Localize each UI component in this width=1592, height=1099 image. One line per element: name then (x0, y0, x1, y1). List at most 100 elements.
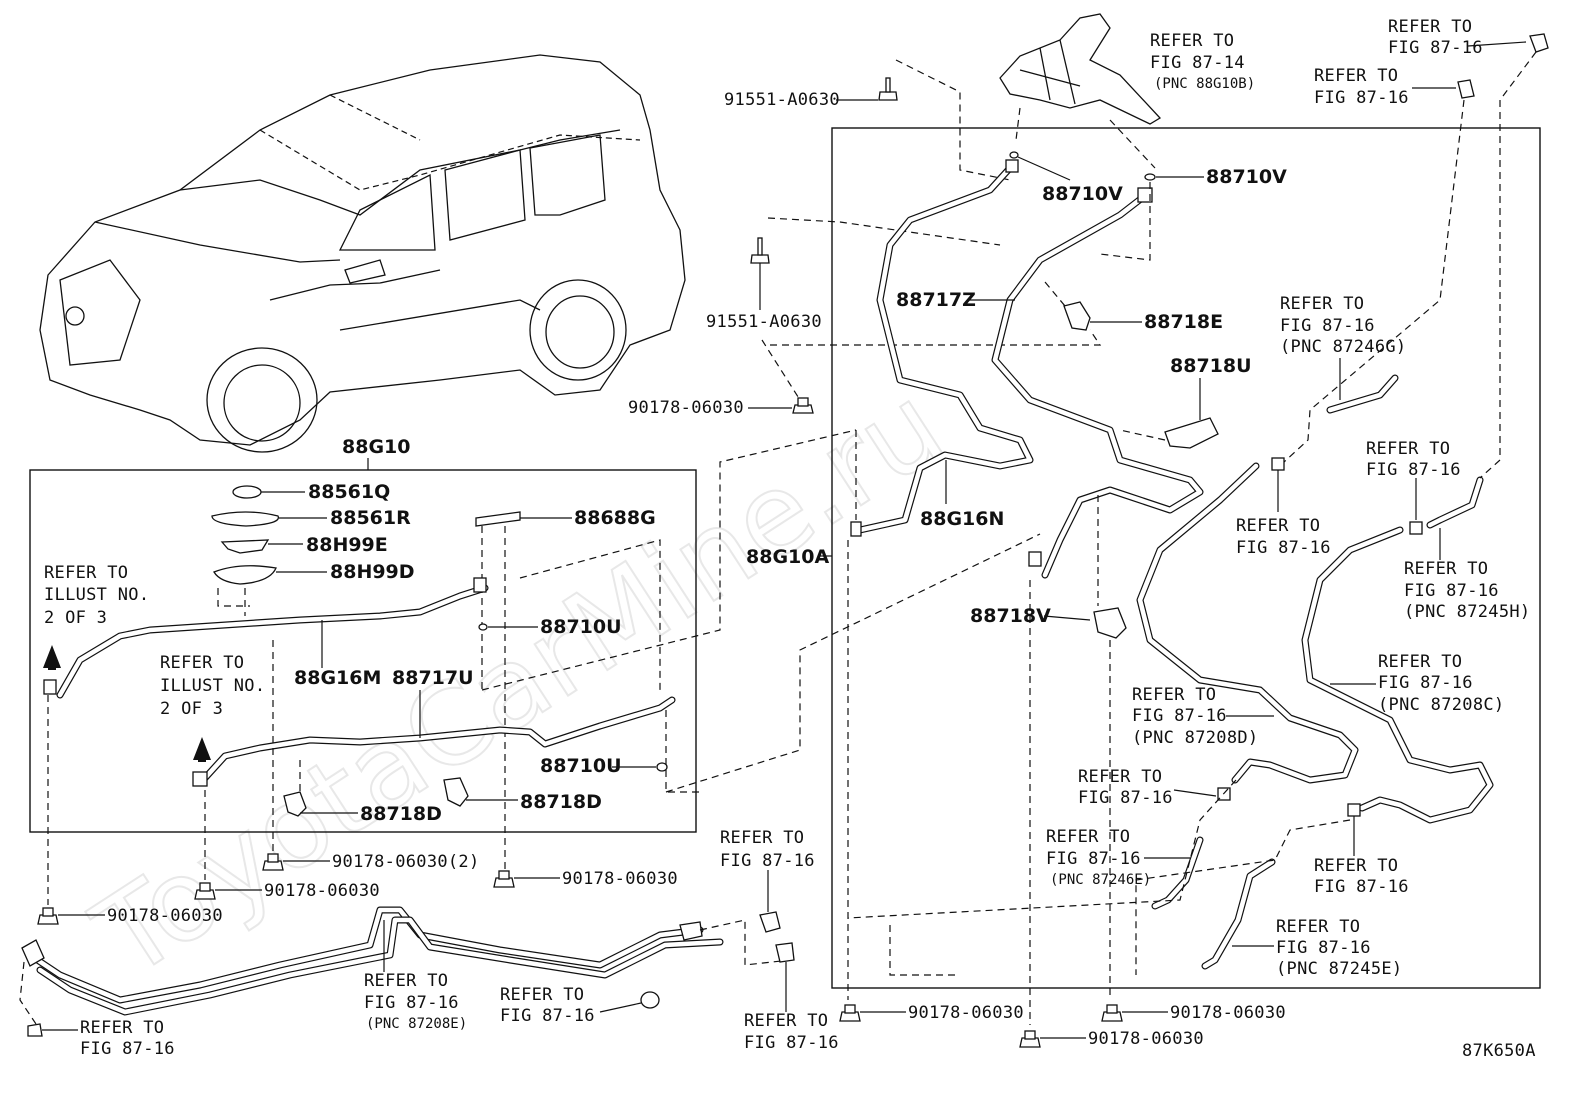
svg-text:REFER TO: REFER TO (160, 653, 244, 673)
pipe-88g16m (56, 584, 489, 699)
pipe-88717z-fitting-icon (1137, 187, 1153, 203)
refer-r10: REFER TO FIG 87-16 (1078, 767, 1173, 808)
label-91551-top: 91551-A0630 (724, 90, 840, 110)
label-88g10a: 88G10A (746, 546, 829, 568)
svg-text:FIG 87-16: FIG 87-16 (1046, 849, 1141, 869)
oring-88710u-a-icon (478, 623, 488, 631)
svg-text:FIG 87-16: FIG 87-16 (1366, 460, 1461, 480)
svg-text:(PNC 87246E): (PNC 87246E) (1050, 872, 1151, 888)
svg-text:REFER TO: REFER TO (1314, 66, 1398, 86)
svg-text:FIG 87-16: FIG 87-16 (1378, 673, 1473, 693)
svg-text:REFER TO: REFER TO (1046, 827, 1130, 847)
label-88718u: 88718U (1170, 355, 1252, 377)
gasket-88561r-icon (211, 511, 280, 527)
refer-r18: REFER TO FIG 87-16 (80, 1018, 175, 1059)
svg-text:REFER TO: REFER TO (1280, 294, 1364, 314)
refer-r9: REFER TO FIG 87-16 (PNC 87208D) (1132, 685, 1258, 748)
bolt-icon (878, 77, 898, 101)
pipe-88717z-end-icon (1028, 551, 1042, 567)
refer-r8: REFER TO FIG 87-16 (PNC 87208C) (1378, 652, 1504, 715)
svg-text:(PNC 87208C): (PNC 87208C) (1378, 695, 1504, 715)
pipe-88g16m-fitting-icon (43, 679, 57, 695)
svg-text:FIG 87-16: FIG 87-16 (1404, 581, 1499, 601)
refer-r11: REFER TO FIG 87-16 (PNC 87246E) (1046, 827, 1151, 888)
refer-r1: REFER TO FIG 87-14 (PNC 88G10B) (1150, 31, 1255, 92)
nut-icon (792, 397, 814, 414)
hose-87245h (1426, 476, 1484, 529)
bracket-88h99e-icon (220, 539, 270, 554)
svg-text:REFER TO: REFER TO (1388, 17, 1472, 37)
svg-text:FIG 87-16: FIG 87-16 (1280, 316, 1375, 336)
svg-text:REFER TO: REFER TO (1078, 767, 1162, 787)
refer-illust-1: REFER TO ILLUST NO. 2 OF 3 (44, 563, 149, 628)
svg-text:REFER TO: REFER TO (744, 1011, 828, 1031)
label-90178-r3: 90178-06030 (1170, 1003, 1286, 1023)
clamp-88718v-icon (1093, 607, 1127, 639)
hose-87246g (1326, 374, 1399, 414)
refer-r15: REFER TO FIG 87-16 (744, 1011, 839, 1053)
hose-87245e (1201, 858, 1276, 970)
svg-text:REFER TO: REFER TO (1236, 516, 1320, 536)
svg-text:REFER TO: REFER TO (1378, 652, 1462, 672)
svg-text:FIG 87-16: FIG 87-16 (364, 993, 459, 1013)
label-88g16m: 88G16M (294, 667, 381, 689)
nut-icon (839, 1004, 861, 1022)
svg-text:REFER TO: REFER TO (1276, 917, 1360, 937)
clamp-88718d-b-icon (443, 777, 469, 807)
svg-text:(PNC 88G10B): (PNC 88G10B) (1154, 76, 1255, 92)
label-88718d-a: 88718D (360, 803, 442, 825)
plate-88h99d-icon (213, 565, 277, 585)
refer-r14: REFER TO FIG 87-16 (720, 828, 815, 871)
group-88g10-label: 88G10 (342, 436, 410, 458)
refer-r4: REFER TO FIG 87-16 (PNC 87246G) (1280, 294, 1406, 357)
svg-text:(PNC 87245E): (PNC 87245E) (1276, 959, 1402, 979)
refer-r2: REFER TO FIG 87-16 (1388, 17, 1483, 58)
pipe-end-icon (679, 921, 703, 941)
oring-88710u-b-icon (656, 762, 668, 772)
label-88717u: 88717U (392, 667, 474, 689)
svg-text:REFER TO: REFER TO (500, 985, 584, 1005)
svg-text:REFER TO: REFER TO (80, 1018, 164, 1038)
oring-88710v-a-icon (1009, 151, 1019, 159)
pipe-88717z (991, 194, 1204, 579)
label-90178-b: 90178-06030 (264, 881, 380, 901)
pipe-88717u (201, 696, 676, 782)
clamp-88718d-a-icon (283, 791, 307, 817)
label-88717z: 88717Z (896, 289, 976, 311)
label-88561r: 88561R (330, 507, 411, 529)
svg-text:REFER TO: REFER TO (1132, 685, 1216, 705)
clip-icon (1529, 33, 1549, 53)
svg-text:REFER TO: REFER TO (1366, 439, 1450, 459)
svg-text:REFER TO: REFER TO (1404, 559, 1488, 579)
bolt-icon (750, 237, 770, 264)
svg-text:(PNC 87246G): (PNC 87246G) (1280, 337, 1406, 357)
grommet-icon (775, 942, 795, 963)
underbody-pipes (26, 906, 724, 1016)
refer-r13: REFER TO FIG 87-16 (PNC 87245E) (1276, 917, 1402, 979)
nut-icon (37, 907, 59, 925)
svg-text:REFER TO: REFER TO (44, 563, 128, 583)
label-88710u-a: 88710U (540, 616, 622, 638)
pipe-88g16n (856, 164, 1034, 534)
clamp-88718u-icon (1164, 417, 1219, 449)
nut-icon (1101, 1004, 1123, 1022)
refer-illust-2: REFER TO ILLUST NO. 2 OF 3 (160, 653, 265, 719)
label-88h99e: 88H99E (306, 534, 388, 556)
nut-icon (493, 870, 515, 888)
label-88710v-b: 88710V (1206, 166, 1287, 188)
clip-icon (1271, 457, 1285, 471)
refer-r7: REFER TO FIG 87-16 (PNC 87245H) (1404, 559, 1530, 622)
bracket-88688g-icon (475, 511, 521, 527)
label-90178-r1: 90178-06030 (908, 1003, 1024, 1023)
clip-icon (1347, 803, 1361, 817)
svg-text:FIG 87-16: FIG 87-16 (720, 851, 815, 871)
hose-left-long (1136, 462, 1359, 784)
hose-right-long (1301, 526, 1494, 824)
svg-text:(PNC 87208E): (PNC 87208E) (366, 1016, 467, 1032)
label-90178-2: 90178-06030(2) (332, 852, 480, 872)
svg-text:2 OF 3: 2 OF 3 (44, 608, 107, 628)
grommet-icon (759, 911, 781, 933)
svg-text:REFER TO: REFER TO (1150, 31, 1234, 51)
label-90178-mid: 90178-06030 (628, 398, 744, 418)
nut-icon (194, 882, 216, 900)
